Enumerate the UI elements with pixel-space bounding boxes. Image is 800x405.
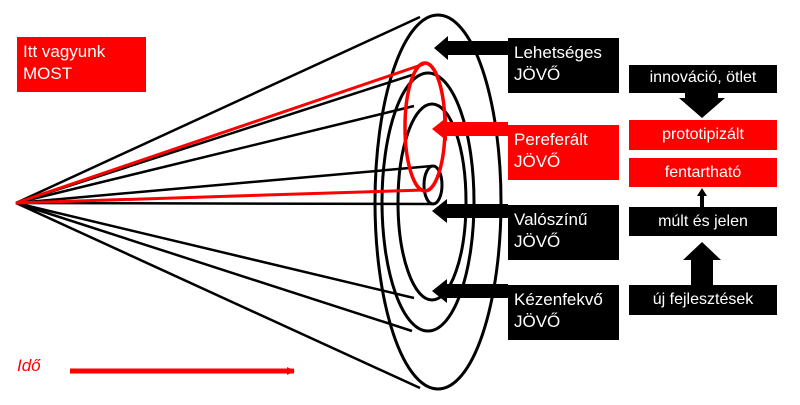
inner-future-ellipse bbox=[396, 102, 468, 302]
plausible-future-label: Kézenfekvő JÖVŐ bbox=[508, 285, 619, 340]
plausible-future-line2: JÖVŐ bbox=[514, 312, 561, 331]
past-present-box: múlt és jelen bbox=[629, 207, 777, 236]
possible-arrow bbox=[434, 36, 508, 60]
plausible-future-ellipse bbox=[380, 71, 476, 333]
probable-future-line1: Valószínű bbox=[514, 210, 588, 229]
possible-future-label: Lehetséges JÖVŐ bbox=[508, 38, 619, 93]
probable-future-ellipse bbox=[422, 164, 444, 206]
plausible-arrow bbox=[432, 279, 508, 303]
probable-future-label: Valószínű JÖVŐ bbox=[508, 205, 619, 260]
innovation-down-arrow bbox=[679, 93, 725, 118]
possible-future-ellipse bbox=[373, 13, 503, 391]
possible-future-line2: JÖVŐ bbox=[514, 65, 561, 84]
possible-future-line1: Lehetséges bbox=[514, 43, 602, 62]
preferred-future-line2: JÖVŐ bbox=[514, 152, 561, 171]
sustainable-box: fentartható bbox=[629, 158, 777, 187]
innovation-box: innováció, ötlet bbox=[629, 65, 777, 93]
preferred-arrow bbox=[432, 117, 508, 141]
preferred-future-label: Pereferált JÖVŐ bbox=[508, 125, 619, 180]
prototype-box: prototipizált bbox=[629, 120, 777, 150]
now-label: Itt vagyunk MOST bbox=[17, 37, 146, 92]
sustainable-up-arrow bbox=[697, 188, 707, 207]
preferred-ray-bottom bbox=[15, 188, 425, 205]
preferred-future-line1: Pereferált bbox=[514, 130, 588, 149]
new-developments-box: új fejlesztések bbox=[629, 285, 777, 315]
time-label: Idő bbox=[17, 356, 41, 375]
now-label-line2: MOST bbox=[23, 64, 73, 83]
probable-arrow bbox=[432, 199, 508, 223]
preferred-ray-top bbox=[15, 62, 425, 205]
new-dev-up-arrow bbox=[683, 242, 721, 285]
cone-rays bbox=[15, 15, 433, 390]
plausible-future-line1: Kézenfekvő bbox=[514, 290, 603, 309]
now-label-line1: Itt vagyunk bbox=[23, 42, 106, 61]
probable-future-line2: JÖVŐ bbox=[514, 232, 561, 251]
